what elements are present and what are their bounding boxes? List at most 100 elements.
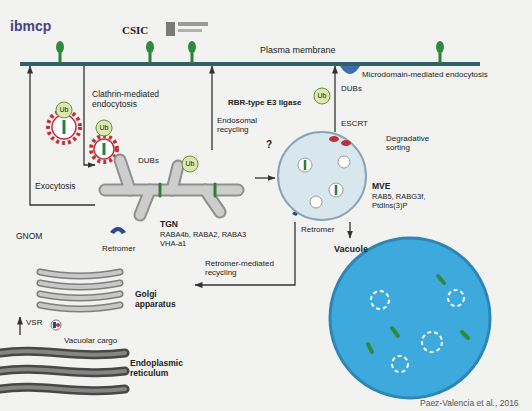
complex-label: ESCRT — [341, 119, 368, 128]
ub-tag — [182, 156, 198, 172]
golgi-stacks — [40, 272, 120, 309]
vacuole-body — [392, 356, 408, 372]
compartment-name: Plasma membrane — [260, 45, 336, 55]
process-label: Exocytosis — [35, 182, 76, 192]
mve-body — [278, 132, 366, 220]
vacuole-body — [368, 344, 372, 352]
plasma-membrane-band: Plasma membrane — [20, 44, 480, 66]
mve-body — [338, 156, 350, 168]
clathrin-vesicle — [52, 115, 76, 139]
tgn-tubules — [140, 190, 150, 215]
membrane-receptor — [439, 52, 442, 63]
compartment-markers: RAB5, RABG3f, PtdIns(3)P — [372, 193, 432, 210]
er-sheets — [0, 351, 125, 354]
er-sheets — [0, 351, 125, 390]
er-sheets — [0, 351, 125, 390]
clathrin-vesicle — [103, 143, 106, 155]
membrane-receptor — [56, 41, 444, 63]
complex-label: Retromer — [301, 225, 334, 234]
mve-body — [310, 196, 322, 208]
er-sheets — [0, 369, 125, 372]
cargo-label: Vacuolar cargo — [64, 336, 117, 345]
compartment-name: MVE — [372, 182, 390, 192]
er-sheets — [0, 387, 125, 390]
membrane-receptor — [191, 52, 194, 63]
transport-arrow — [255, 177, 275, 178]
ub-tag-label: Ub — [318, 92, 327, 100]
golgi-stacks — [40, 272, 120, 309]
vacuole-compartment: Vacuole — [330, 238, 490, 398]
vacuole-body — [371, 291, 389, 309]
vacuole-body — [438, 276, 444, 283]
er-sheets — [0, 369, 125, 372]
citation: Paez-Valencia et al., 2016 — [420, 399, 519, 409]
logo-emblem — [178, 22, 208, 26]
golgi-stacks — [40, 283, 120, 287]
transport-arrow — [84, 66, 95, 165]
retromer-complex — [110, 227, 126, 234]
compartment-name: Endoplasmic reticulum — [130, 359, 196, 379]
membrane-receptor — [56, 41, 64, 53]
plasma-membrane — [20, 62, 480, 66]
vsr-vesicle — [51, 320, 61, 330]
compartment-name: Golgi apparatus — [135, 290, 187, 310]
er-sheets — [0, 351, 125, 390]
clathrin-vesicle — [91, 136, 117, 162]
ub-tag-label: Ub — [100, 124, 109, 132]
process-label: Degradative sorting — [386, 134, 438, 152]
logo-emblem — [166, 22, 175, 36]
clathrin-vesicle — [48, 111, 117, 162]
receptor-label: VSR — [26, 318, 42, 327]
ub-tag — [56, 102, 72, 118]
golgi-stacks — [40, 305, 120, 309]
logo-text: CSIC — [122, 24, 148, 37]
clathrin-vesicle — [94, 139, 114, 159]
process-label: Clathrin-mediated endocytosis — [92, 90, 172, 110]
golgi-compartment: Golgi apparatus — [15, 262, 195, 317]
mve-body — [335, 185, 338, 195]
logo-emblem — [166, 22, 208, 36]
golgi-stacks — [40, 283, 120, 287]
transport-arrow — [349, 222, 350, 238]
membrane-receptor — [146, 41, 154, 53]
process-label: Endosomal recycling — [217, 116, 265, 134]
golgi-stacks — [40, 272, 120, 309]
vacuole-body — [392, 328, 398, 336]
tgn-tubules — [172, 166, 178, 190]
er-compartment: Endoplasmic reticulum — [0, 335, 200, 411]
golgi-stacks — [40, 294, 120, 298]
mve-compartment: MVERAB5, RABG3f, PtdIns(3)P — [275, 132, 435, 222]
vacuole-body — [422, 332, 442, 352]
enzyme-label: DUBs — [341, 84, 362, 93]
ub-tag — [314, 88, 330, 104]
golgi-stacks — [40, 272, 120, 276]
golgi-stacks — [40, 294, 120, 298]
er-sheets — [0, 351, 125, 354]
tgn-compartment: TGNRABA4b, RABA2, RABA3 VHA-a1 — [95, 150, 255, 258]
mve-body — [304, 160, 307, 170]
golgi-stacks — [40, 305, 120, 309]
mve-body — [298, 158, 312, 172]
transport-arrow — [19, 317, 20, 335]
mve-body — [329, 136, 339, 142]
transport-arrow — [211, 66, 212, 150]
enzyme-label: DUBs — [138, 156, 159, 165]
vacuole-body — [462, 332, 468, 338]
tgn-tubules — [172, 166, 178, 190]
vsr-vesicle — [51, 320, 61, 330]
vsr-vesicle — [53, 322, 56, 328]
tgn-tubules — [105, 160, 238, 215]
question-mark: ? — [266, 139, 272, 151]
plasma-membrane — [340, 66, 360, 74]
membrane-receptor — [188, 41, 196, 53]
tgn-tubules — [214, 184, 217, 196]
vacuole-body — [330, 238, 490, 398]
enzyme-label: RBR-type E3 ligase — [228, 98, 301, 107]
mve-body — [278, 132, 366, 220]
compartment-name: TGN — [160, 220, 178, 230]
golgi-stacks — [40, 272, 120, 276]
vacuole-body — [330, 238, 490, 398]
process-label: Retromer-mediated recycling — [205, 259, 289, 277]
membrane-receptor — [149, 52, 152, 63]
